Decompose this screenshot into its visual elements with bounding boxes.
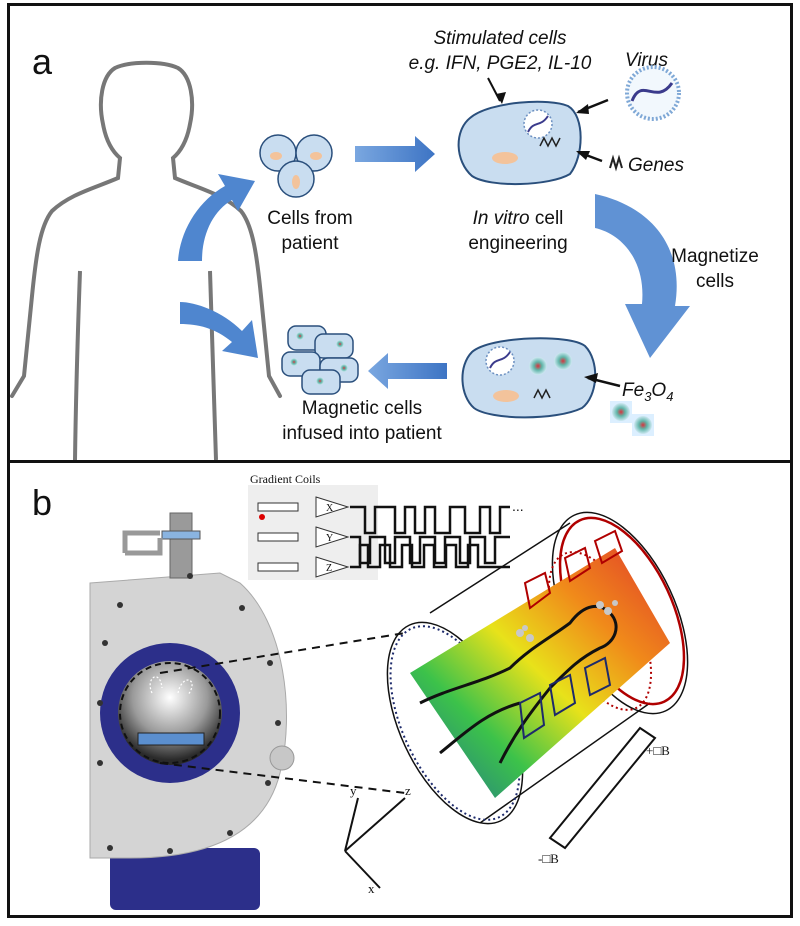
stimulated-title: Stimulated cells xyxy=(433,28,567,49)
magnetize-label-1: Magnetize xyxy=(671,246,759,267)
pulse-train-z xyxy=(350,543,510,569)
stimulated-examples: e.g. IFN, PGE2, IL-10 xyxy=(409,53,592,74)
navy-coil-loops xyxy=(518,656,612,740)
cells-label-2: patient xyxy=(281,233,339,254)
panel-b-letter: b xyxy=(32,482,52,523)
gradient-coil-icon xyxy=(248,485,378,580)
gene-icon xyxy=(609,154,623,172)
fe3o4-label: Fe3O4 xyxy=(622,380,673,404)
cells-label-1: Cells from xyxy=(267,208,353,229)
infused-label-1: Magnetic cells xyxy=(302,398,422,419)
nanoparticle-icon xyxy=(610,401,654,436)
minus-b-label: -□B xyxy=(538,851,559,866)
coil-y-label: Y xyxy=(326,533,333,544)
arrow-left xyxy=(368,353,447,389)
panel-a: a Cells from patient Stimulated cells e.… xyxy=(7,3,793,463)
scanner-bolts xyxy=(97,573,281,854)
magnetic-cells-cluster xyxy=(281,325,359,395)
cell-icon xyxy=(457,100,582,186)
pulse-train-y xyxy=(350,535,510,565)
infused-label-2: infused into patient xyxy=(282,423,442,444)
arrow-right xyxy=(355,136,435,172)
panel-a-diagram: a Cells from patient Stimulated cells e.… xyxy=(10,28,759,460)
magnetized-cell-icon xyxy=(461,337,597,419)
magnetize-label-2: cells xyxy=(696,271,734,292)
curved-arrow-magnetize xyxy=(595,194,690,358)
silhouette-arms xyxy=(73,270,218,460)
b-field-bar xyxy=(548,726,657,850)
coil-x-label: X xyxy=(326,503,334,514)
virus-icon xyxy=(625,65,681,121)
invitro-label: In vitro cell xyxy=(473,208,564,229)
pulse-train-x xyxy=(350,505,510,535)
curved-arrow-up xyxy=(178,174,255,261)
virus-label: Virus xyxy=(625,50,668,71)
patient-cells-cluster xyxy=(259,134,333,198)
coil-z-label: Z xyxy=(326,563,332,574)
panel-b: b Gradient Coils X Y Z ... xyxy=(7,460,793,918)
plus-b-label: +□B xyxy=(646,743,670,758)
axis-x-label: x xyxy=(368,881,375,896)
mri-scanner-icon xyxy=(89,512,295,910)
engineering-label: engineering xyxy=(468,233,567,254)
human-silhouette-icon xyxy=(10,60,282,398)
axes-icon xyxy=(344,797,406,889)
genes-label: Genes xyxy=(628,155,684,176)
red-coil-loops xyxy=(523,529,624,610)
axis-y-label: y xyxy=(350,783,357,798)
panel-b-diagram: b Gradient Coils X Y Z ... xyxy=(32,472,689,910)
particle-clusters xyxy=(516,600,618,642)
ellipsis-x: ... xyxy=(512,498,524,514)
gradient-coils-title: Gradient Coils xyxy=(250,472,321,486)
curved-arrow-down xyxy=(180,302,258,358)
axis-z-label: z xyxy=(405,783,411,798)
panel-a-letter: a xyxy=(32,41,53,82)
